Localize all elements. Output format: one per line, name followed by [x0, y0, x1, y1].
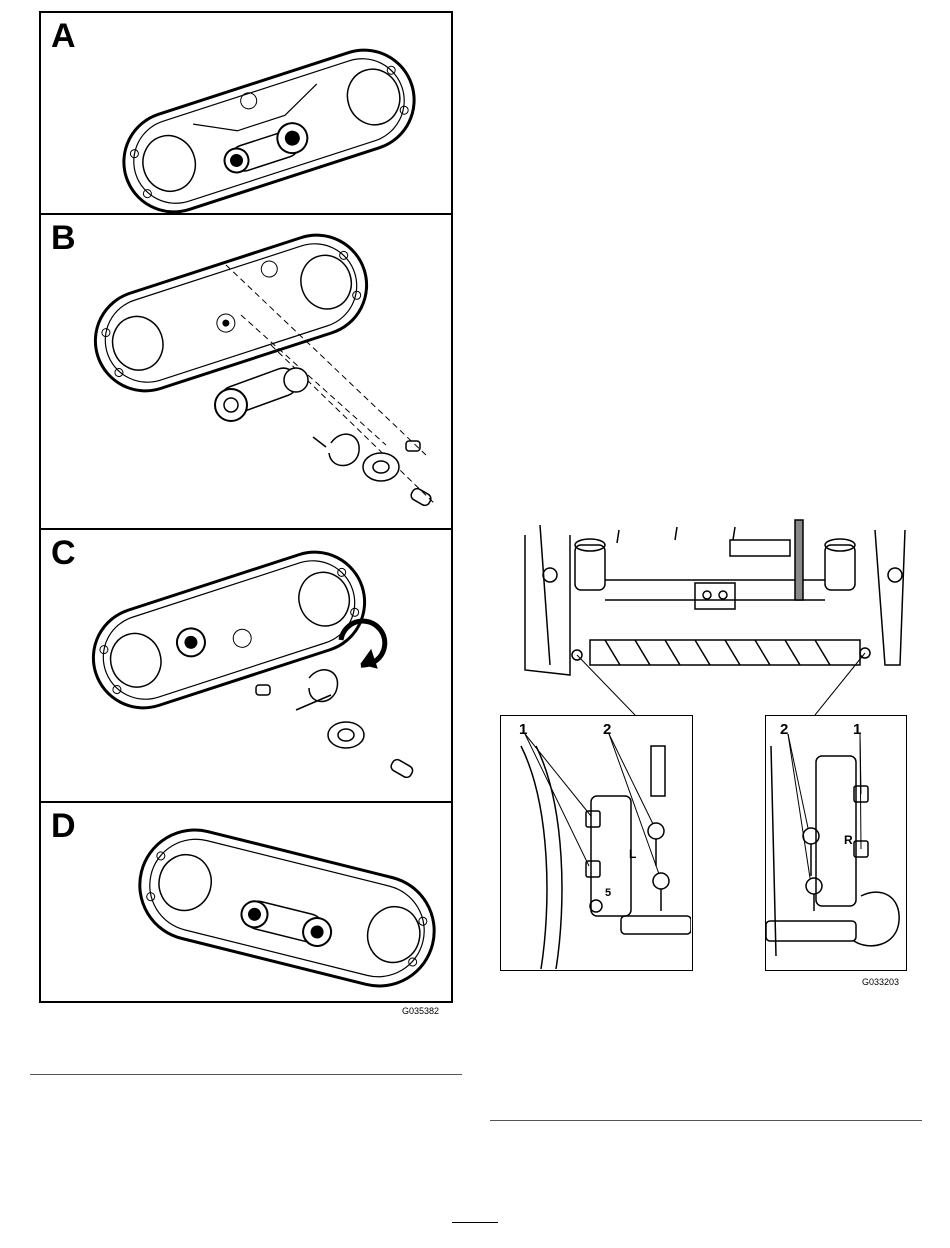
- panel-a: A: [41, 13, 451, 215]
- page-number-rule: [452, 1222, 498, 1223]
- callout-2-left: 2: [603, 722, 611, 737]
- housing-illustration-d: [41, 803, 451, 1001]
- side-mark-r: R: [844, 834, 853, 846]
- side-mark-l: L: [629, 848, 636, 860]
- section-divider-left: [30, 1074, 462, 1075]
- figure-cutting-unit: 1 2 L 5 2: [495, 515, 915, 995]
- number-mark-5: 5: [605, 888, 611, 899]
- figure-code-left: G035382: [402, 1006, 439, 1016]
- housing-illustration-a: [41, 13, 451, 213]
- panel-c: C: [41, 530, 451, 803]
- panel-letter-d: D: [51, 809, 76, 843]
- section-divider-right: [490, 1120, 922, 1121]
- detail-inset-right: 2 1 R: [765, 715, 907, 971]
- housing-illustration-c: [41, 530, 451, 801]
- detail-inset-left: 1 2 L 5: [500, 715, 693, 971]
- panel-letter-b: B: [51, 221, 76, 255]
- callout-1-right: 1: [853, 722, 861, 737]
- panel-b: B: [41, 215, 451, 530]
- callout-2-right: 2: [780, 722, 788, 737]
- panel-letter-a: A: [51, 19, 76, 53]
- panel-d: D: [41, 803, 451, 1003]
- housing-illustration-b: [41, 215, 451, 528]
- cutting-unit-illustration: [495, 515, 915, 715]
- panel-letter-c: C: [51, 536, 76, 570]
- figure-code-right: G033203: [862, 977, 899, 987]
- callout-1-left: 1: [519, 722, 527, 737]
- figure-idler-assembly: A B: [39, 11, 453, 1003]
